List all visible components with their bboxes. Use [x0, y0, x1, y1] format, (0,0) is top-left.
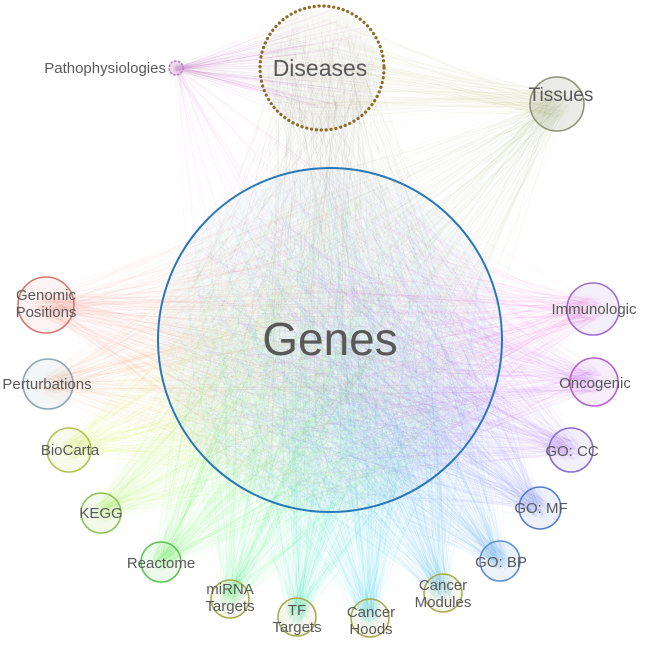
edges-go_cc-to-genes: [167, 183, 582, 503]
node-label-biocarta: BioCarta: [41, 442, 100, 459]
edges-cancer_modules-to-genes: [168, 181, 491, 603]
node-reactome[interactable]: [140, 541, 182, 583]
node-label-reactome: Reactome: [127, 555, 195, 572]
edges-tissues-to-diseases: [264, 11, 570, 126]
node-kegg[interactable]: [80, 492, 122, 534]
node-label-genes: Genes: [262, 313, 398, 365]
node-pathophysiologies[interactable]: [168, 60, 184, 76]
node-cancer_hoods[interactable]: [350, 598, 390, 638]
edges-perturbations-to-genes: [35, 179, 494, 501]
node-label-oncogenic: Oncogenic: [559, 375, 631, 392]
node-label-go_mf: GO: MF: [514, 500, 567, 517]
node-label-immunologic: Immunologic: [551, 301, 637, 318]
node-go_mf[interactable]: [518, 486, 562, 530]
node-label-go_bp: GO: BP: [475, 554, 527, 571]
edges-diseases-to-genes: [168, 14, 492, 493]
edges-pathophysiologies-to-diseases: [172, 9, 376, 124]
node-go_bp[interactable]: [479, 540, 521, 582]
edges-tissues-to-genes: [174, 90, 570, 492]
edges-reactome-to-genes: [151, 177, 492, 572]
node-tf_targets[interactable]: [277, 597, 317, 637]
node-oncogenic[interactable]: [569, 357, 619, 407]
node-genomic_positions[interactable]: [17, 276, 75, 334]
node-immunologic[interactable]: [566, 282, 620, 336]
node-perturbations[interactable]: [22, 358, 74, 410]
node-label-tissues: Tissues: [529, 85, 594, 106]
node-label-diseases: Diseases: [273, 55, 368, 81]
node-label-kegg: KEGG: [79, 505, 122, 522]
edges-oncogenic-to-genes: [187, 178, 606, 499]
node-go_cc[interactable]: [548, 427, 594, 473]
edges-genomic_positions-to-genes: [32, 186, 486, 506]
node-label-perturbations: Perturbations: [2, 376, 91, 393]
node-diseases[interactable]: [258, 4, 386, 132]
edges-go_mf-to-genes: [164, 181, 551, 519]
node-cancer_modules[interactable]: [423, 573, 463, 613]
edges-pathophysiologies-to-genes: [172, 64, 489, 497]
edges-kegg-to-genes: [91, 182, 472, 523]
node-tissues[interactable]: [529, 76, 585, 132]
edges-tf_targets-to-genes: [175, 177, 476, 627]
edges-biocarta-to-genes: [58, 177, 490, 490]
node-layer: [17, 4, 620, 638]
node-mirna_targets[interactable]: [210, 579, 250, 619]
edges-immunologic-to-genes: [169, 180, 605, 493]
node-label-go_cc: GO: CC: [545, 443, 599, 460]
node-biocarta[interactable]: [46, 427, 92, 473]
node-genes[interactable]: [157, 167, 503, 513]
node-label-pathophysiologies: Pathophysiologies: [44, 60, 166, 77]
